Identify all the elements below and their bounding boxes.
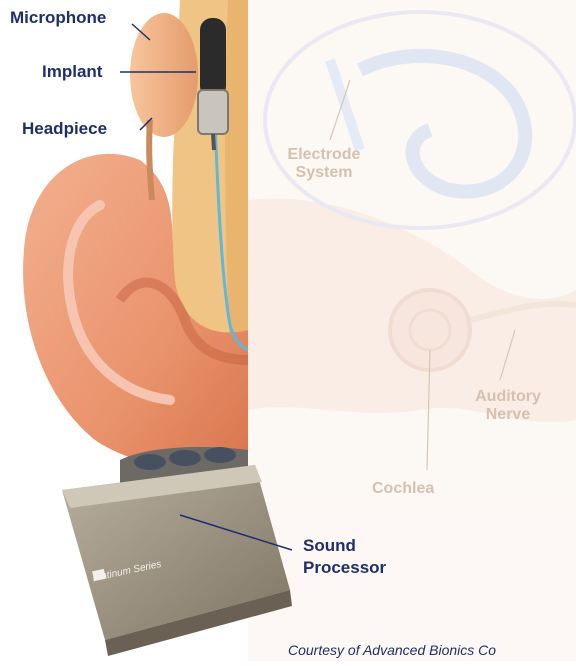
sound-processor-label: Sound Processor — [303, 535, 386, 579]
inner-ear-faded — [248, 0, 576, 661]
auditory-nerve-label: Auditory Nerve — [458, 388, 558, 424]
implant-label: Implant — [42, 62, 102, 82]
cochlea-label: Cochlea — [372, 480, 434, 498]
electrode-system-label: Electrode System — [274, 146, 374, 182]
implant-device — [198, 18, 228, 150]
headpiece-label: Headpiece — [22, 119, 107, 139]
microphone-label: Microphone — [10, 8, 106, 28]
credit-text: Courtesy of Advanced Bionics Co — [288, 642, 496, 658]
